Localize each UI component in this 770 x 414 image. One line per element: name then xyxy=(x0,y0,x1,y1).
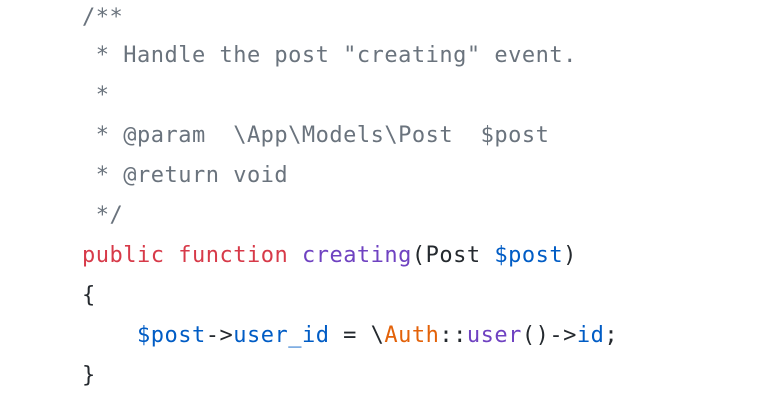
code-line: * Handle the post "creating" event. xyxy=(82,41,577,71)
code-token-comment: * Handle the post "creating" event. xyxy=(82,43,577,68)
code-token-punctuation: -> xyxy=(205,323,234,348)
code-token-comment: /** xyxy=(82,5,124,30)
code-token-punctuation: ) xyxy=(563,243,577,268)
code-token-function-name: creating xyxy=(301,243,412,268)
code-line: * @return void xyxy=(82,161,288,191)
code-block: /** * Handle the post "creating" event. … xyxy=(82,0,762,414)
code-token-punctuation: ; xyxy=(604,323,619,348)
code-token-punctuation: ()-> xyxy=(521,323,577,348)
code-token-punctuation xyxy=(164,243,178,268)
code-line: */ xyxy=(82,201,123,231)
code-line: public function creating(Post $post) xyxy=(82,241,577,271)
code-token-keyword: function xyxy=(178,243,289,268)
code-token-punctuation: = \ xyxy=(329,323,385,348)
code-line: { xyxy=(82,281,96,311)
code-token-comment: * @param \App\Models\Post $post xyxy=(82,123,550,148)
code-token-punctuation: :: xyxy=(439,323,467,348)
code-token-variable: user_id xyxy=(233,323,330,348)
code-token-function-name: user xyxy=(466,323,522,348)
code-token-punctuation: } xyxy=(82,363,96,388)
code-token-variable: $post xyxy=(494,243,564,268)
code-token-variable: id xyxy=(576,323,605,348)
code-token-class-name: Auth xyxy=(384,323,440,348)
code-token-punctuation xyxy=(82,323,137,348)
code-line: $post->user_id = \Auth::user()->id; xyxy=(82,321,618,351)
code-token-comment: * xyxy=(82,83,110,108)
code-token-comment: * @return void xyxy=(82,163,289,188)
code-token-punctuation: { xyxy=(82,283,96,308)
code-token-punctuation xyxy=(288,243,302,268)
code-line: /** xyxy=(82,3,123,33)
code-line: * xyxy=(82,81,110,111)
code-line: } xyxy=(82,361,96,391)
code-token-variable: $post xyxy=(136,323,206,348)
code-line: * @param \App\Models\Post $post xyxy=(82,121,549,151)
code-token-keyword: public xyxy=(82,243,165,268)
code-token-comment: */ xyxy=(82,203,124,228)
code-token-punctuation: (Post xyxy=(411,243,495,268)
